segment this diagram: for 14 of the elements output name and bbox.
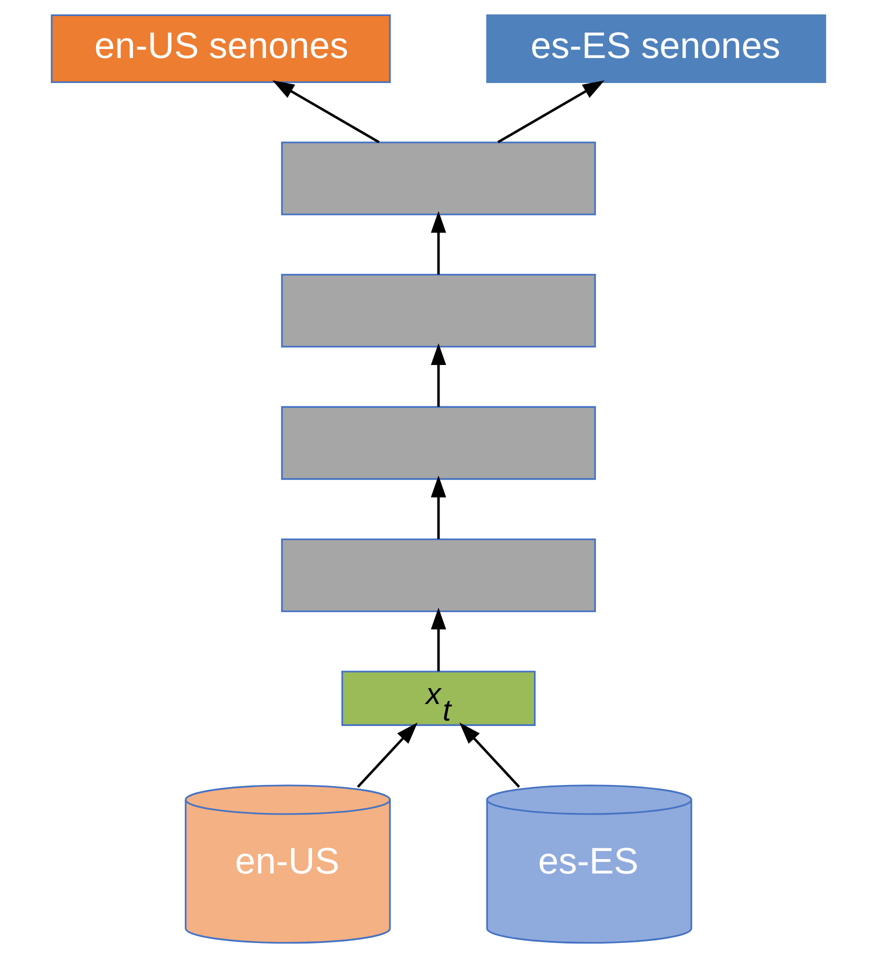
arrow [496,80,604,144]
node-box [280,406,596,480]
node-box [280,274,596,348]
node-box [280,538,596,612]
arrow [458,722,520,788]
arrow [356,722,418,788]
arrow [430,608,446,672]
arrow [272,80,380,144]
arrow [430,343,446,407]
arrow [430,210,446,274]
node-box: en-US senones [50,14,390,83]
arrow [430,476,446,540]
node-box [280,142,596,216]
node-box: es-ES senones [486,14,826,83]
